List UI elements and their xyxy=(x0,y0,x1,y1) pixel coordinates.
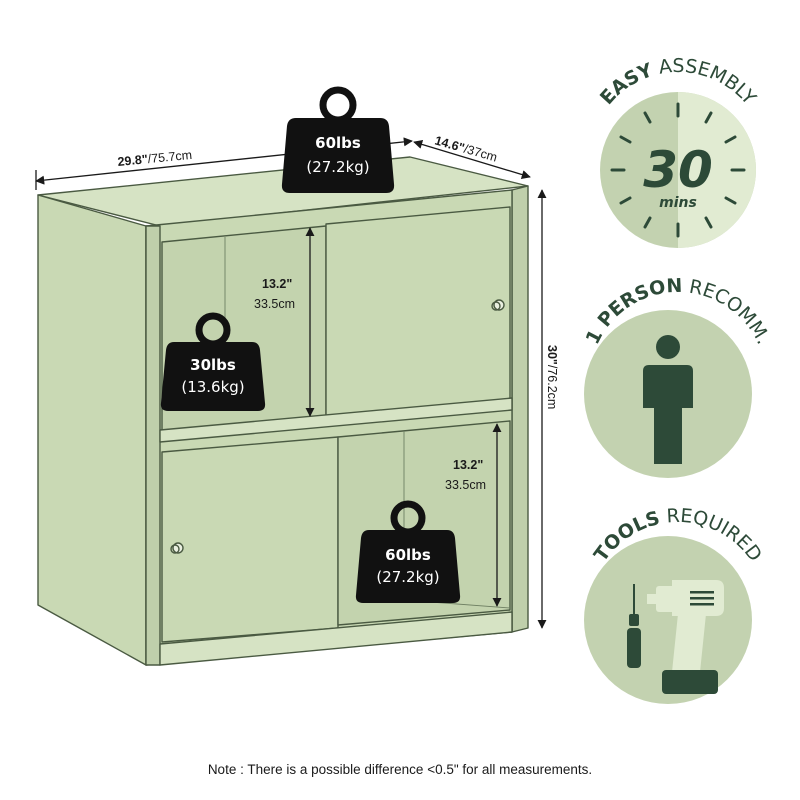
lower-shelf-weight-kg: (27.2kg) xyxy=(376,568,439,586)
height-label: 30"/76.2cm xyxy=(545,345,559,409)
lower-shelf-weight-icon: 60lbs (27.2kg) xyxy=(355,500,461,603)
upper-shelf-weight-kg: (13.6kg) xyxy=(181,378,244,396)
cabinet-right-side xyxy=(511,185,529,633)
upper-compartment-imperial: 13.2" xyxy=(262,277,292,291)
middle-shelf xyxy=(159,397,513,443)
depth-label: 14.6"/37cm xyxy=(433,133,499,164)
upper-compartment-metric: 33.5cm xyxy=(254,297,295,311)
measurement-note: Note : There is a possible difference <0… xyxy=(207,762,593,777)
upper-shelf-weight-icon: 30lbs (13.6kg) xyxy=(160,312,266,411)
assembly-minutes-number: 30 xyxy=(643,141,713,199)
cabinet-left-side xyxy=(37,194,147,666)
screwdriver-icon xyxy=(627,584,641,668)
lower-sliding-door xyxy=(161,436,339,643)
clock-ticks xyxy=(610,102,746,238)
top-weight-icon: 60lbs (27.2kg) xyxy=(281,86,395,193)
drill-icon xyxy=(647,580,724,694)
bottom-rail xyxy=(159,611,513,666)
top-weight-lbs: 60lbs xyxy=(315,134,361,152)
upper-sliding-door xyxy=(325,206,511,419)
top-weight-kg: (27.2kg) xyxy=(306,158,369,176)
depth-dimension-line xyxy=(413,140,531,179)
lower-compartment-metric: 33.5cm xyxy=(445,478,486,492)
lower-compartment-imperial: 13.2" xyxy=(453,458,483,472)
upper-shelf-weight-lbs: 30lbs xyxy=(190,356,236,374)
lower-shelf-weight-lbs: 60lbs xyxy=(385,546,431,564)
width-label: 29.8"/75.7cm xyxy=(117,148,193,169)
person-icon xyxy=(643,335,693,464)
assembly-minutes-unit: mins xyxy=(659,195,697,211)
